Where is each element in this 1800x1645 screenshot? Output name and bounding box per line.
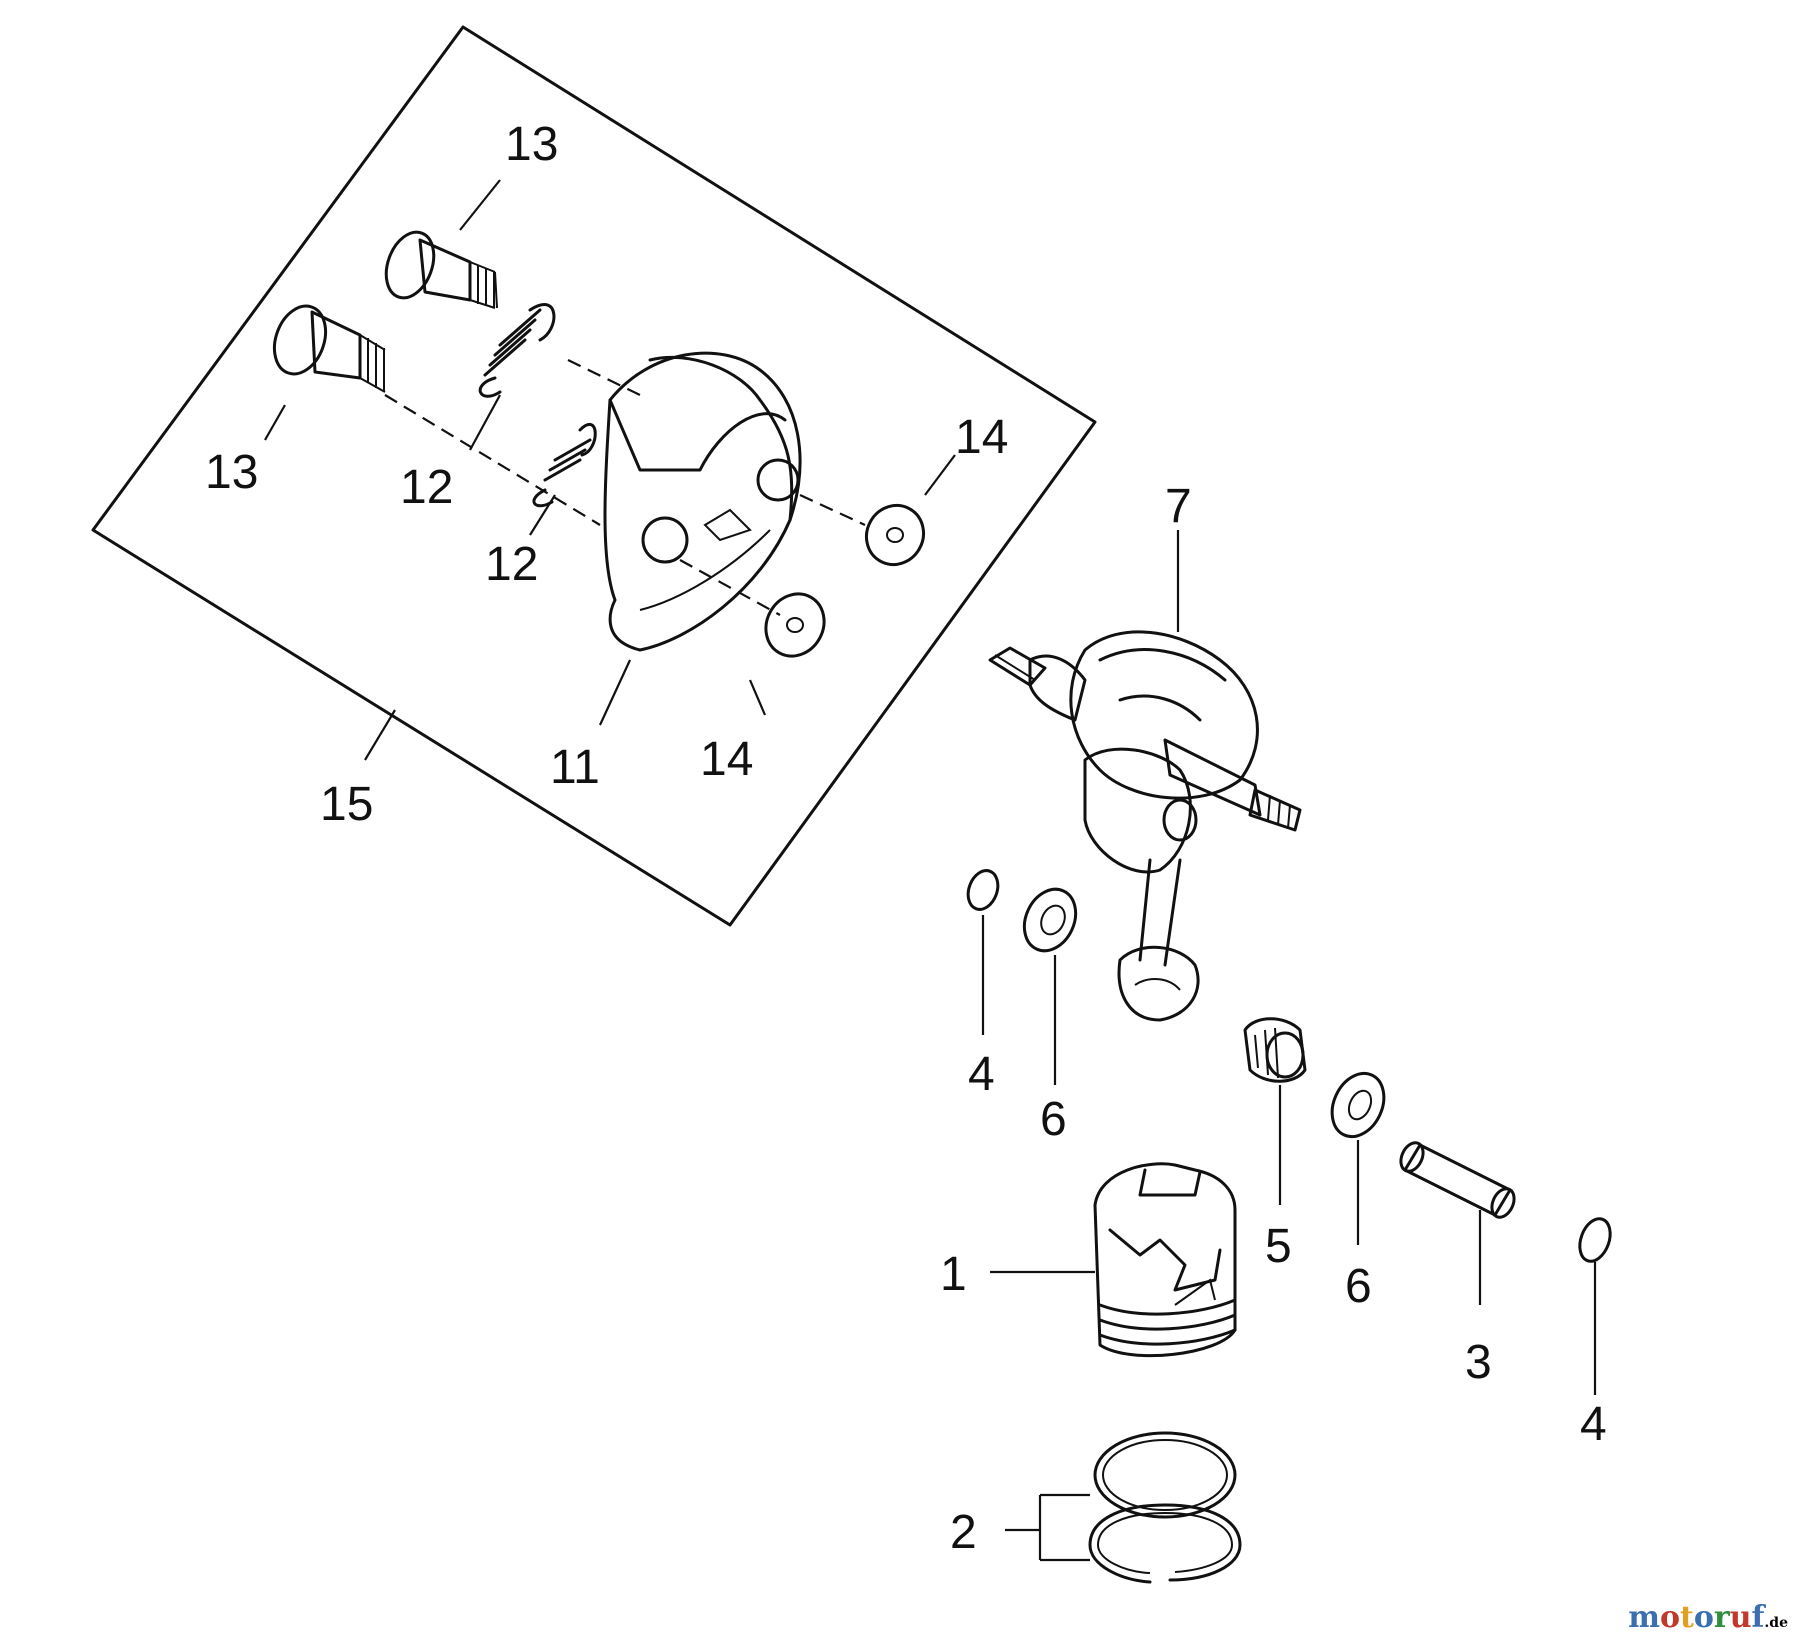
thrust-washer-left [1022, 887, 1078, 953]
leader-12b [529, 494, 556, 536]
circlip-right [1578, 1217, 1612, 1263]
crankshaft [988, 630, 1302, 1022]
callout-13-upper: 13 [505, 118, 558, 171]
assembly-line-4 [799, 494, 866, 526]
callout-12-upper: 12 [400, 461, 453, 514]
piston-ring-lower [1088, 1503, 1242, 1584]
assembly-line-3 [679, 559, 781, 616]
callout-3: 3 [1465, 1336, 1492, 1389]
watermark-suffix: .de [1764, 1615, 1788, 1631]
watermark-letter: f [1751, 1600, 1765, 1635]
washer-lower [764, 592, 826, 658]
thrust-washer-right [1330, 1071, 1386, 1139]
piston-pin [1399, 1141, 1516, 1219]
watermark-letter: o [1660, 1600, 1681, 1635]
watermark-letter: r [1713, 1600, 1730, 1635]
clutch-bolt-upper [384, 230, 498, 309]
clutch-spring-lower [532, 422, 597, 508]
piston [1093, 1162, 1237, 1358]
watermark-letter: u [1729, 1600, 1752, 1635]
assembly-line-2 [567, 359, 641, 396]
watermark-letter: t [1680, 1600, 1694, 1635]
clutch-assembly-frame [91, 25, 1097, 927]
callout-5: 5 [1265, 1220, 1292, 1273]
leader-13a [459, 179, 501, 231]
callout-13-lower: 13 [205, 446, 258, 499]
leader-12a [469, 394, 501, 451]
callout-14-upper: 14 [955, 411, 1008, 464]
callout-7: 7 [1165, 480, 1192, 533]
leader-14b [748, 679, 767, 716]
callout-12-lower: 12 [485, 538, 538, 591]
clutch-bolt-lower [272, 304, 386, 393]
callout-4-left: 4 [968, 1048, 995, 1101]
piston-ring-upper [1093, 1431, 1237, 1519]
watermark-letter: o [1693, 1600, 1714, 1635]
callout-4-right: 4 [1580, 1398, 1607, 1451]
watermark-logo: motoruf.de [1628, 1600, 1788, 1635]
needle-bearing [1243, 1017, 1307, 1083]
callout-1: 1 [940, 1248, 967, 1301]
leader-13b [264, 404, 286, 441]
callout-2: 2 [950, 1506, 977, 1559]
clutch-spring-upper [478, 303, 556, 398]
washer-upper [864, 503, 926, 567]
circlip-left [966, 869, 1000, 911]
leader-11 [599, 659, 631, 726]
callout-11: 11 [550, 741, 600, 794]
callout-6-left: 6 [1040, 1093, 1067, 1146]
clutch-shoe [603, 351, 802, 652]
watermark-letter: m [1628, 1600, 1660, 1635]
leader-14a [924, 454, 956, 496]
callout-6-right: 6 [1345, 1260, 1372, 1313]
callout-15: 15 [320, 778, 373, 831]
callout-14-lower: 14 [700, 733, 753, 786]
leader-2 [1005, 1493, 1090, 1562]
assembly-line-1 [384, 394, 601, 526]
leader-15 [364, 709, 396, 761]
